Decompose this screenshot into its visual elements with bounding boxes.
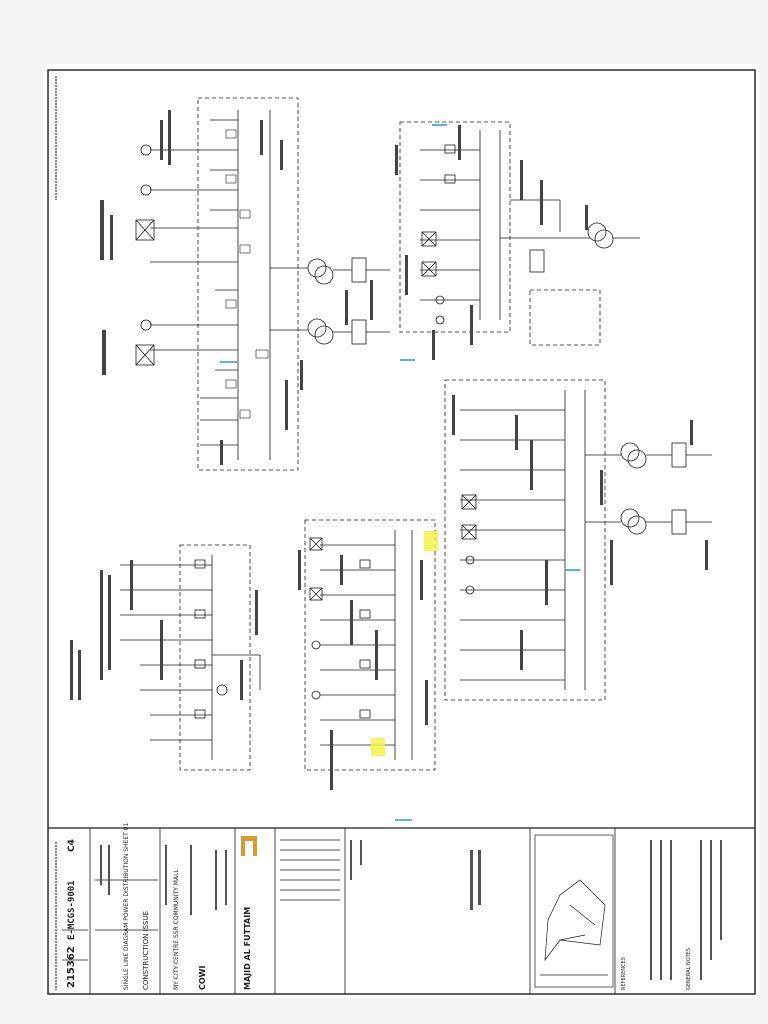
title-block <box>62 828 616 994</box>
drawing-number: E-MCGS-9001 <box>67 880 77 940</box>
label-fragments-centre <box>298 550 428 790</box>
status-label: CONSTRUCTION ISSUE <box>142 911 150 990</box>
paper <box>44 64 759 998</box>
switchboard-group-upper-left <box>135 97 390 471</box>
client-name: MAJID AL FUTTAIM <box>243 907 252 990</box>
notes-header: GENERAL NOTES <box>686 948 692 990</box>
main-switchboard-right <box>444 379 712 701</box>
key-plan <box>534 834 614 988</box>
blue-accent-marks <box>220 124 580 821</box>
highlight-mark-upper <box>424 531 438 551</box>
distribution-board-centre <box>304 519 436 771</box>
label-fragments-upper-right <box>395 125 588 360</box>
consultant-name: COWI <box>198 966 207 990</box>
label-fragments-left <box>70 560 258 700</box>
distribution-board-left <box>120 544 261 771</box>
client-logo <box>241 836 257 856</box>
title-block-small-text <box>100 840 722 980</box>
drawing-border <box>47 69 756 995</box>
label-fragments-right <box>452 395 708 670</box>
project-name: MY CITY CENTRE SSR COMMUNITY MALL <box>173 869 180 990</box>
label-fragments-upper-left <box>100 110 373 465</box>
references-header: REFERENCES <box>621 957 627 990</box>
drawing-title: SINGLE LINE DIAGRAM POWER DISTRIBUTION S… <box>123 822 130 990</box>
switchboard-group-upper-right <box>399 121 640 346</box>
project-number: 215362 <box>66 946 77 988</box>
revision: C4 <box>67 839 77 852</box>
highlight-mark-lower <box>371 738 385 756</box>
